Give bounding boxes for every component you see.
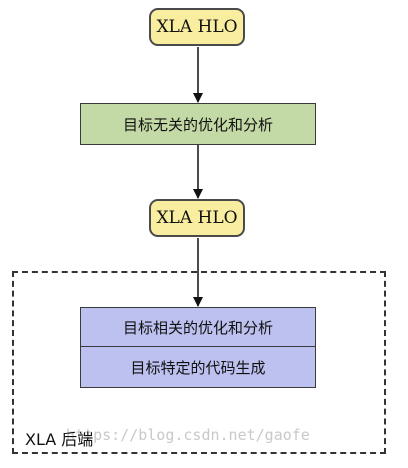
node-target-dependent-optimization: 目标相关的优化和分析 — [80, 307, 316, 347]
node-target-specific-codegen: 目标特定的代码生成 — [80, 346, 316, 388]
xla-backend-label: XLA 后端 — [25, 430, 94, 449]
node-target-independent-optimization: 目标无关的优化和分析 — [80, 103, 316, 145]
xla-backend-group — [12, 271, 386, 454]
node-xla-hlo-top: XLA HLO — [149, 8, 245, 46]
watermark-url: https://blog.csdn.net/gaofe — [66, 426, 310, 444]
node-xla-hlo-middle: XLA HLO — [149, 199, 245, 237]
